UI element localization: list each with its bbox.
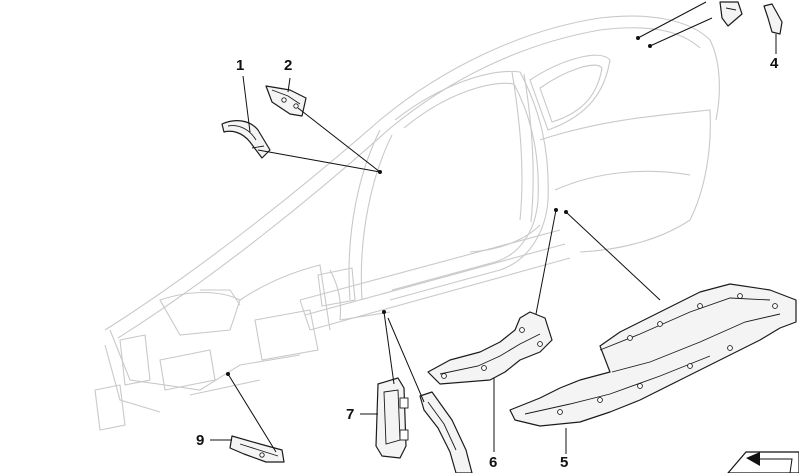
- callout-2: 2: [284, 57, 293, 74]
- part-1-a-pillar-trim: [221, 120, 271, 159]
- car-body-outline: [94, 15, 720, 431]
- callout-6: 6: [489, 454, 498, 471]
- callout-5: 5: [560, 454, 569, 471]
- callout-4: 4: [770, 55, 779, 72]
- part-pillar-strip: [419, 391, 473, 473]
- part-9-bracket: [229, 435, 285, 463]
- part-7-bracket-plate: [375, 377, 409, 459]
- callout-7: 7: [346, 406, 355, 423]
- callout-9: 9: [196, 432, 205, 449]
- folded-corner-arrow-icon: [727, 451, 799, 473]
- part-6-sill-panel: [427, 311, 553, 385]
- part-4-rear-trim: [719, 1, 783, 35]
- callout-1: 1: [236, 57, 245, 74]
- part-5-underbody-panel: [509, 283, 797, 427]
- leader-lines: [210, 1, 777, 454]
- part-2-bracket: [265, 85, 307, 117]
